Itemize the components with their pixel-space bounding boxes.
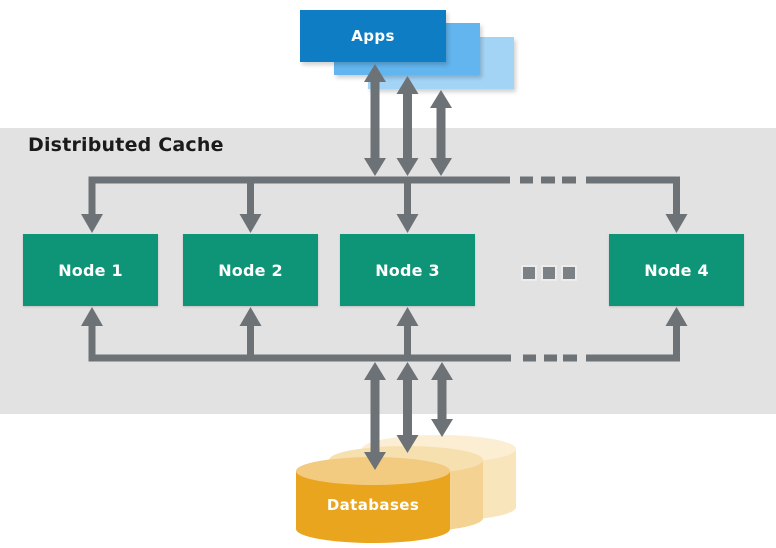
node-box-4: Node 4 [609, 234, 744, 306]
node-row-ellipsis-icon [521, 265, 577, 281]
db-cylinder-middle [329, 446, 483, 532]
databases-label: Databases [326, 496, 420, 514]
ellipsis-square-icon [521, 265, 537, 281]
node-box-3: Node 3 [340, 234, 475, 306]
diagram-title: Distributed Cache [28, 134, 224, 156]
ellipsis-square-icon [541, 265, 557, 281]
node-box-1: Node 1 [23, 234, 158, 306]
app-card-front: Apps [300, 10, 446, 62]
up-arrowhead-icon [430, 90, 452, 108]
node-box-2: Node 2 [183, 234, 318, 306]
apps-label: Apps [351, 27, 395, 45]
down-arrowhead-icon [364, 452, 386, 470]
node-label: Node 2 [218, 260, 283, 280]
down-arrowhead-icon [431, 419, 453, 437]
node-label: Node 3 [375, 260, 440, 280]
node-label: Node 1 [58, 260, 123, 280]
ellipsis-square-icon [561, 265, 577, 281]
node-label: Node 4 [644, 260, 709, 280]
down-arrowhead-icon [396, 435, 419, 453]
